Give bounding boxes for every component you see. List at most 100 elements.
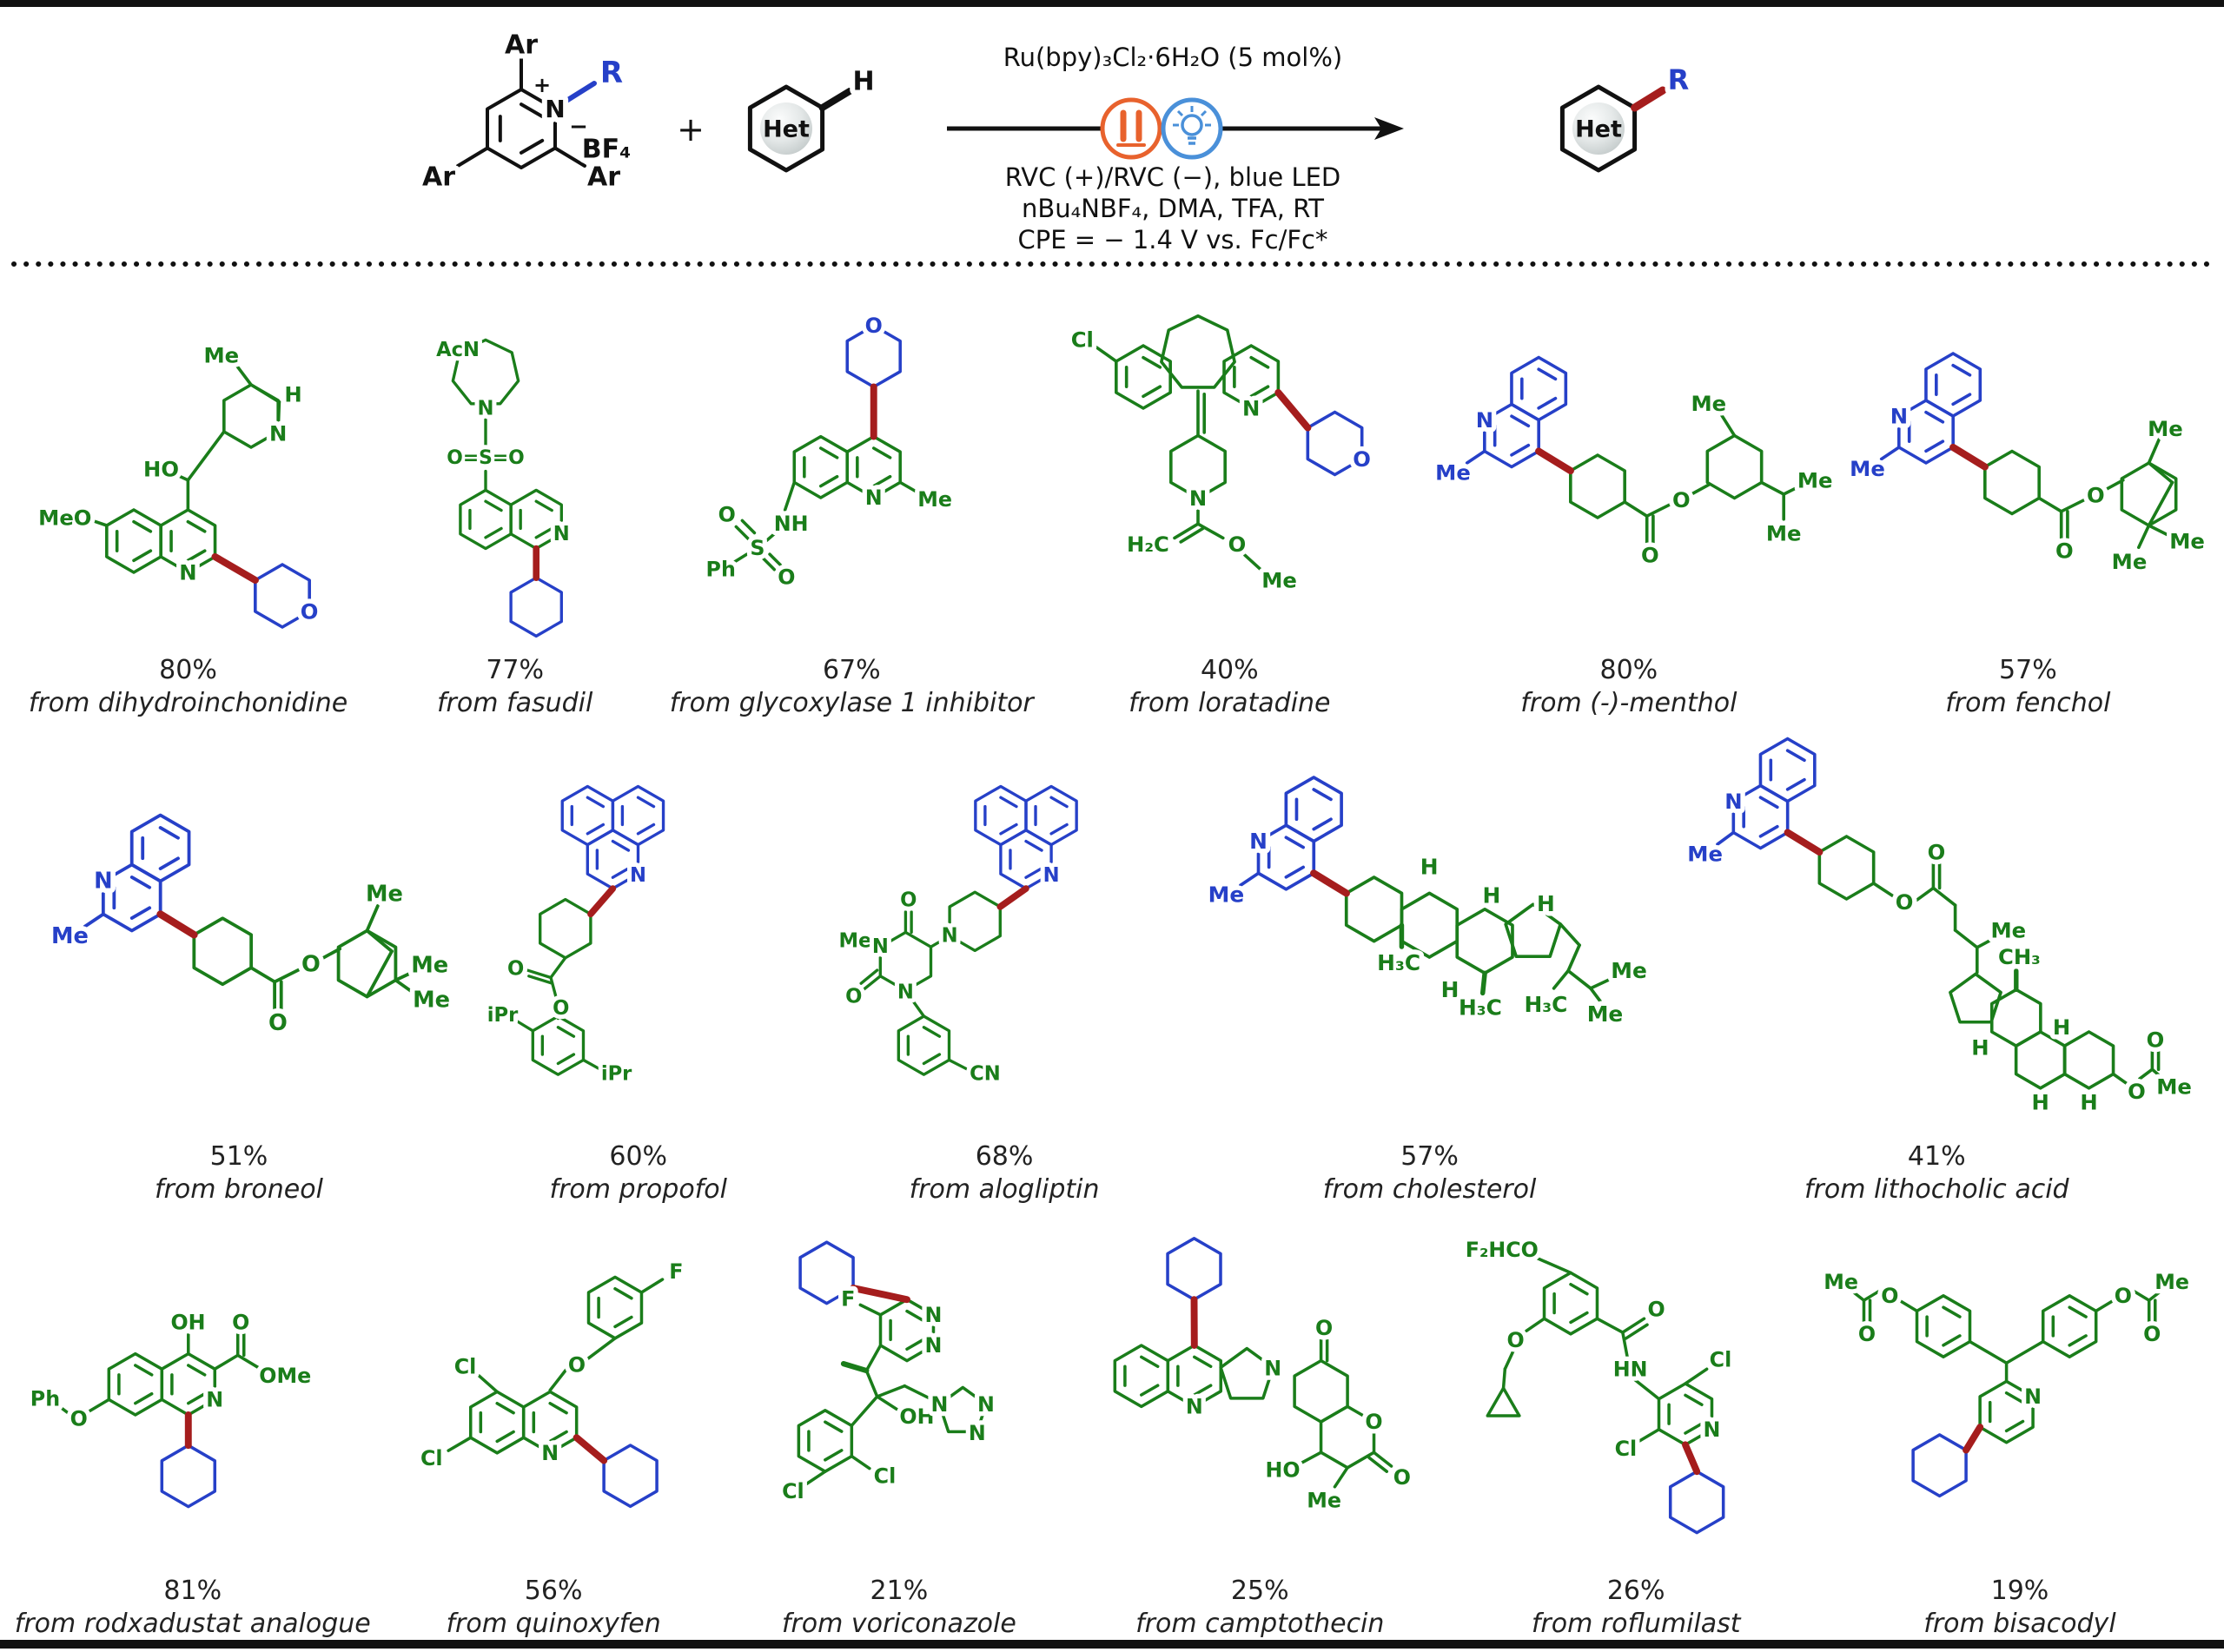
svg-text:O: O (2087, 482, 2105, 507)
svg-text:O: O (2055, 538, 2074, 563)
svg-text:CH₃: CH₃ (1998, 944, 2041, 969)
svg-text:O: O (900, 889, 917, 912)
svg-text:N: N (94, 869, 112, 895)
svg-text:O=S=O: O=S=O (447, 447, 524, 469)
svg-text:AcN: AcN (436, 339, 480, 361)
source-label: from fasudil (437, 687, 593, 718)
source-label: from quinoxyfen (446, 1608, 661, 1639)
svg-text:Ph: Ph (30, 1386, 60, 1411)
svg-text:S: S (750, 536, 764, 560)
svg-text:N: N (1186, 1395, 1203, 1419)
svg-text:O: O (1507, 1328, 1525, 1352)
conditions-line-3: CPE = − 1.4 V vs. Fc/Fc* (1018, 225, 1328, 254)
yield-label: 77% (486, 655, 544, 685)
svg-text:Me: Me (1586, 1001, 1623, 1027)
svg-text:O: O (1648, 1298, 1665, 1322)
svg-text:Me: Me (411, 952, 448, 978)
svg-text:Cl: Cl (782, 1479, 804, 1503)
source-label: from broneol (155, 1173, 323, 1205)
svg-text:O: O (1641, 543, 1659, 568)
svg-text:Cl: Cl (420, 1446, 443, 1470)
svg-text:O: O (268, 1010, 288, 1036)
svg-text:O: O (507, 958, 524, 981)
blue-led-icon (1161, 97, 1223, 160)
yield-label: 41% (1907, 1141, 1966, 1172)
ar-left-label: Ar (422, 162, 455, 193)
svg-text:H: H (1440, 977, 1459, 1002)
svg-text:Me: Me (917, 487, 952, 512)
svg-text:Me: Me (51, 923, 89, 949)
source-label: from rodxadustat analogue (14, 1608, 371, 1639)
pyridinium-n-label: N (545, 95, 565, 123)
reaction-scheme: Ar Ar Ar N + R − BF₄ + Het H Ru(bpy)₃Cl₂… (11, 25, 2213, 267)
yield-label: 26% (1606, 1576, 1665, 1606)
svg-text:N: N (179, 560, 196, 585)
svg-text:Me: Me (1824, 1270, 1858, 1294)
svg-text:Me: Me (1435, 459, 1471, 485)
svg-text:HN: HN (1613, 1358, 1648, 1382)
svg-text:H: H (1482, 883, 1500, 909)
ar-top-label: Ar (505, 30, 538, 61)
svg-text:O: O (845, 986, 862, 1008)
svg-text:O: O (1928, 839, 1946, 864)
svg-text:Ph: Ph (706, 558, 736, 582)
svg-text:H: H (2053, 1014, 2070, 1040)
svg-text:O: O (1858, 1322, 1876, 1346)
svg-text:Me: Me (1208, 882, 1244, 908)
svg-text:H: H (1420, 855, 1438, 880)
svg-text:O: O (2115, 1284, 2132, 1308)
svg-text:O: O (778, 565, 795, 590)
svg-text:Me: Me (1611, 958, 1647, 983)
bottom-border (0, 1640, 2224, 1649)
svg-text:CN: CN (970, 1063, 1001, 1086)
svg-text:N: N (1264, 1357, 1281, 1381)
svg-text:N: N (977, 1392, 995, 1417)
svg-text:O: O (1365, 1410, 1382, 1434)
svg-text:N: N (942, 925, 958, 948)
svg-text:O: O (1228, 532, 1247, 557)
svg-text:Me: Me (1307, 1489, 1341, 1513)
svg-text:N: N (553, 523, 570, 545)
yield-label: 56% (524, 1576, 583, 1606)
svg-text:H: H (1972, 1034, 1989, 1060)
svg-text:H: H (2081, 1089, 2098, 1114)
svg-text:O: O (865, 314, 883, 338)
svg-text:O: O (2143, 1322, 2161, 1346)
arrow-head (1374, 117, 1404, 140)
svg-text:Me: Me (203, 342, 239, 367)
minus-charge: − (569, 114, 588, 140)
source-label: from cholesterol (1322, 1173, 1537, 1205)
svg-text:F₂HCO: F₂HCO (1466, 1238, 1539, 1262)
svg-text:O: O (232, 1310, 249, 1334)
svg-text:Me: Me (1262, 568, 1298, 593)
svg-text:Me: Me (1850, 456, 1886, 481)
svg-text:H: H (2032, 1089, 2049, 1114)
svg-text:iPr: iPr (601, 1063, 632, 1086)
svg-text:Me: Me (1691, 391, 1726, 416)
source-label: from lithocholic acid (1804, 1173, 2069, 1205)
svg-text:Me: Me (839, 930, 872, 953)
svg-text:Cl: Cl (1071, 327, 1094, 352)
yield-label: 67% (822, 655, 881, 685)
svg-text:H: H (284, 381, 301, 406)
svg-text:iPr: iPr (487, 1005, 519, 1028)
svg-text:O: O (1393, 1466, 1411, 1490)
svg-text:O: O (1315, 1316, 1333, 1340)
electrolysis-icon (1100, 97, 1162, 160)
svg-text:N: N (924, 1303, 942, 1327)
svg-text:Me: Me (413, 987, 450, 1013)
